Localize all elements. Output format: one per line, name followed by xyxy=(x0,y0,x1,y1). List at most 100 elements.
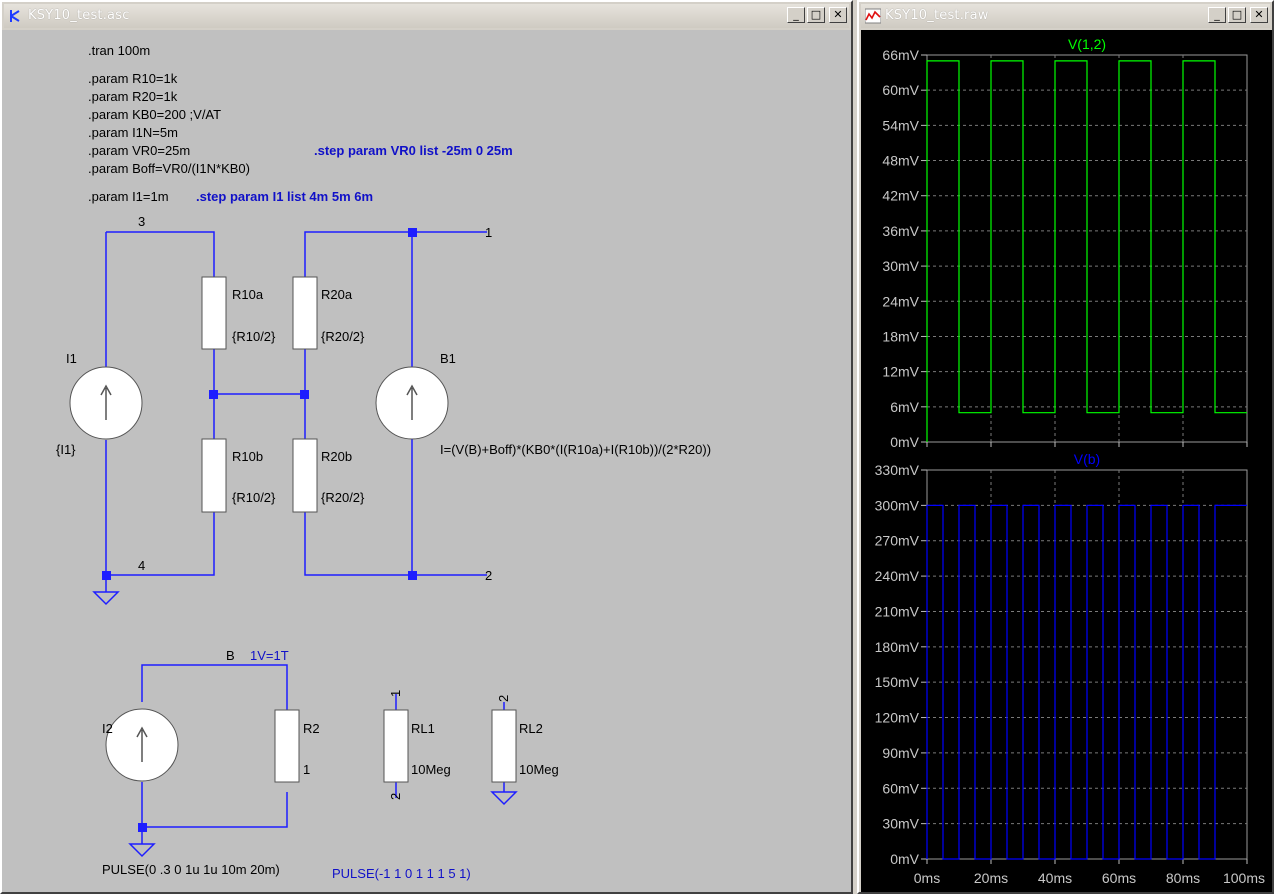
trace-title[interactable]: V(b) xyxy=(1074,451,1100,467)
resistor-rl1[interactable] xyxy=(383,709,409,783)
b-pulse-comment[interactable]: PULSE(-1 1 0 1 1 1 5 1) xyxy=(332,866,471,881)
y-tick-label: 12mV xyxy=(882,364,919,380)
y-tick-label: 150mV xyxy=(875,674,920,690)
r10b-value: {R10/2} xyxy=(232,490,276,505)
param-boff[interactable]: .param Boff=VR0/(I1N*KB0) xyxy=(88,161,250,176)
waveform-window-title: KSY10_test.raw xyxy=(885,8,989,23)
y-tick-label: 90mV xyxy=(882,745,919,761)
y-tick-label: 54mV xyxy=(882,117,919,133)
waveform-plot-area[interactable]: 0mV6mV12mV18mV24mV30mV36mV42mV48mV54mV60… xyxy=(861,30,1272,892)
step-vr0-directive[interactable]: .step param VR0 list -25m 0 25m xyxy=(314,143,513,158)
y-tick-label: 210mV xyxy=(875,603,920,619)
ground-icon xyxy=(128,843,156,858)
y-tick-label: 330mV xyxy=(875,462,920,478)
ground-icon xyxy=(490,791,518,806)
wires-bridge[interactable] xyxy=(105,231,505,844)
i2-value: PULSE(0 .3 0 1u 1u 10m 20m) xyxy=(102,862,280,877)
minimize-button[interactable]: _ xyxy=(787,7,805,23)
minimize-button[interactable]: _ xyxy=(1208,7,1226,23)
r20a-value: {R20/2} xyxy=(321,329,365,344)
y-tick-label: 0mV xyxy=(890,851,919,867)
y-tick-label: 120mV xyxy=(875,710,920,726)
y-tick-label: 60mV xyxy=(882,780,919,796)
current-source-i1[interactable] xyxy=(69,366,143,440)
trace-title[interactable]: V(1,2) xyxy=(1068,36,1106,52)
schematic-titlebar[interactable]: KSY10_test.asc _ □ ✕ xyxy=(4,4,849,28)
ground-icon xyxy=(92,591,120,606)
net-label-4: 4 xyxy=(138,558,145,573)
x-tick-label: 80ms xyxy=(1166,870,1200,886)
resistor-r2[interactable] xyxy=(274,709,300,783)
waveform-viewer-icon xyxy=(865,8,881,24)
y-tick-label: 18mV xyxy=(882,328,919,344)
net-label-3: 3 xyxy=(138,214,145,229)
current-source-b1[interactable] xyxy=(375,366,449,440)
x-tick-label: 20ms xyxy=(974,870,1008,886)
r10b-name: R10b xyxy=(232,449,263,464)
r20a-name: R20a xyxy=(321,287,353,302)
param-kb0[interactable]: .param KB0=200 ;V/AT xyxy=(88,107,221,122)
y-tick-label: 0mV xyxy=(890,434,919,450)
waveform-titlebar[interactable]: KSY10_test.raw _ □ ✕ xyxy=(861,4,1270,28)
net-label-1: 1 xyxy=(485,225,492,240)
r20b-value: {R20/2} xyxy=(321,490,365,505)
i1-name: I1 xyxy=(66,351,77,366)
y-tick-label: 42mV xyxy=(882,188,919,204)
net-label-b: B xyxy=(226,648,235,663)
y-tick-label: 66mV xyxy=(882,47,919,63)
trace-line xyxy=(926,504,1247,860)
close-button[interactable]: ✕ xyxy=(1250,7,1268,23)
resistor-rl2[interactable] xyxy=(491,709,517,783)
x-tick-label: 100ms xyxy=(1223,870,1265,886)
tran-directive[interactable]: .tran 100m xyxy=(88,43,150,58)
junction-dots xyxy=(102,228,417,832)
r2-value: 1 xyxy=(303,762,310,777)
resistor-r10a[interactable] xyxy=(201,276,227,350)
y-tick-label: 6mV xyxy=(890,399,919,415)
resistor-r20b[interactable] xyxy=(292,438,318,513)
r20b-name: R20b xyxy=(321,449,352,464)
x-tick-label: 60ms xyxy=(1102,870,1136,886)
param-i1n[interactable]: .param I1N=5m xyxy=(88,125,178,140)
schematic-canvas[interactable]: .tran 100m .param R10=1k .param R20=1k .… xyxy=(2,30,851,892)
y-tick-label: 180mV xyxy=(875,639,920,655)
y-tick-label: 30mV xyxy=(882,258,919,274)
x-tick-label: 0ms xyxy=(914,870,940,886)
i2-name: I2 xyxy=(102,721,113,736)
close-button[interactable]: ✕ xyxy=(829,7,847,23)
b1-expression: I=(V(B)+Boff)*(KB0*(I(R10a)+I(R10b))/(2*… xyxy=(440,442,711,457)
y-tick-label: 300mV xyxy=(875,497,920,513)
ltspice-schematic-icon xyxy=(10,10,20,22)
param-vr0[interactable]: .param VR0=25m xyxy=(88,143,190,158)
param-i1[interactable]: .param I1=1m xyxy=(88,189,169,204)
r2-name: R2 xyxy=(303,721,320,736)
resistor-r20a[interactable] xyxy=(292,276,318,350)
step-i1-directive[interactable]: .step param I1 list 4m 5m 6m xyxy=(196,189,373,204)
param-r10[interactable]: .param R10=1k xyxy=(88,71,178,86)
rl1-name: RL1 xyxy=(411,721,435,736)
current-source-i2[interactable] xyxy=(105,708,179,782)
resistor-r10b[interactable] xyxy=(201,438,227,513)
rl2-top-pin-label: 2 xyxy=(496,695,511,702)
r10a-name: R10a xyxy=(232,287,264,302)
y-tick-label: 240mV xyxy=(875,568,920,584)
r10a-value: {R10/2} xyxy=(232,329,276,344)
net-b-comment[interactable]: 1V=1T xyxy=(250,648,289,663)
i1-value: {I1} xyxy=(56,442,76,457)
schematic-window-title: KSY10_test.asc xyxy=(28,8,130,23)
maximize-button[interactable]: □ xyxy=(807,7,825,23)
x-tick-label: 40ms xyxy=(1038,870,1072,886)
maximize-button[interactable]: □ xyxy=(1228,7,1246,23)
param-r20[interactable]: .param R20=1k xyxy=(88,89,178,104)
y-tick-label: 60mV xyxy=(882,82,919,98)
b1-name: B1 xyxy=(440,351,456,366)
y-tick-label: 48mV xyxy=(882,153,919,169)
rl1-top-pin-label: 1 xyxy=(388,690,403,697)
schematic-window: KSY10_test.asc _ □ ✕ .tran 100m .param R… xyxy=(0,0,853,894)
rl2-value: 10Meg xyxy=(519,762,559,777)
y-tick-label: 30mV xyxy=(882,816,919,832)
rl1-bottom-pin-label: 2 xyxy=(388,793,403,800)
rl1-value: 10Meg xyxy=(411,762,451,777)
trace-line xyxy=(926,60,1247,442)
